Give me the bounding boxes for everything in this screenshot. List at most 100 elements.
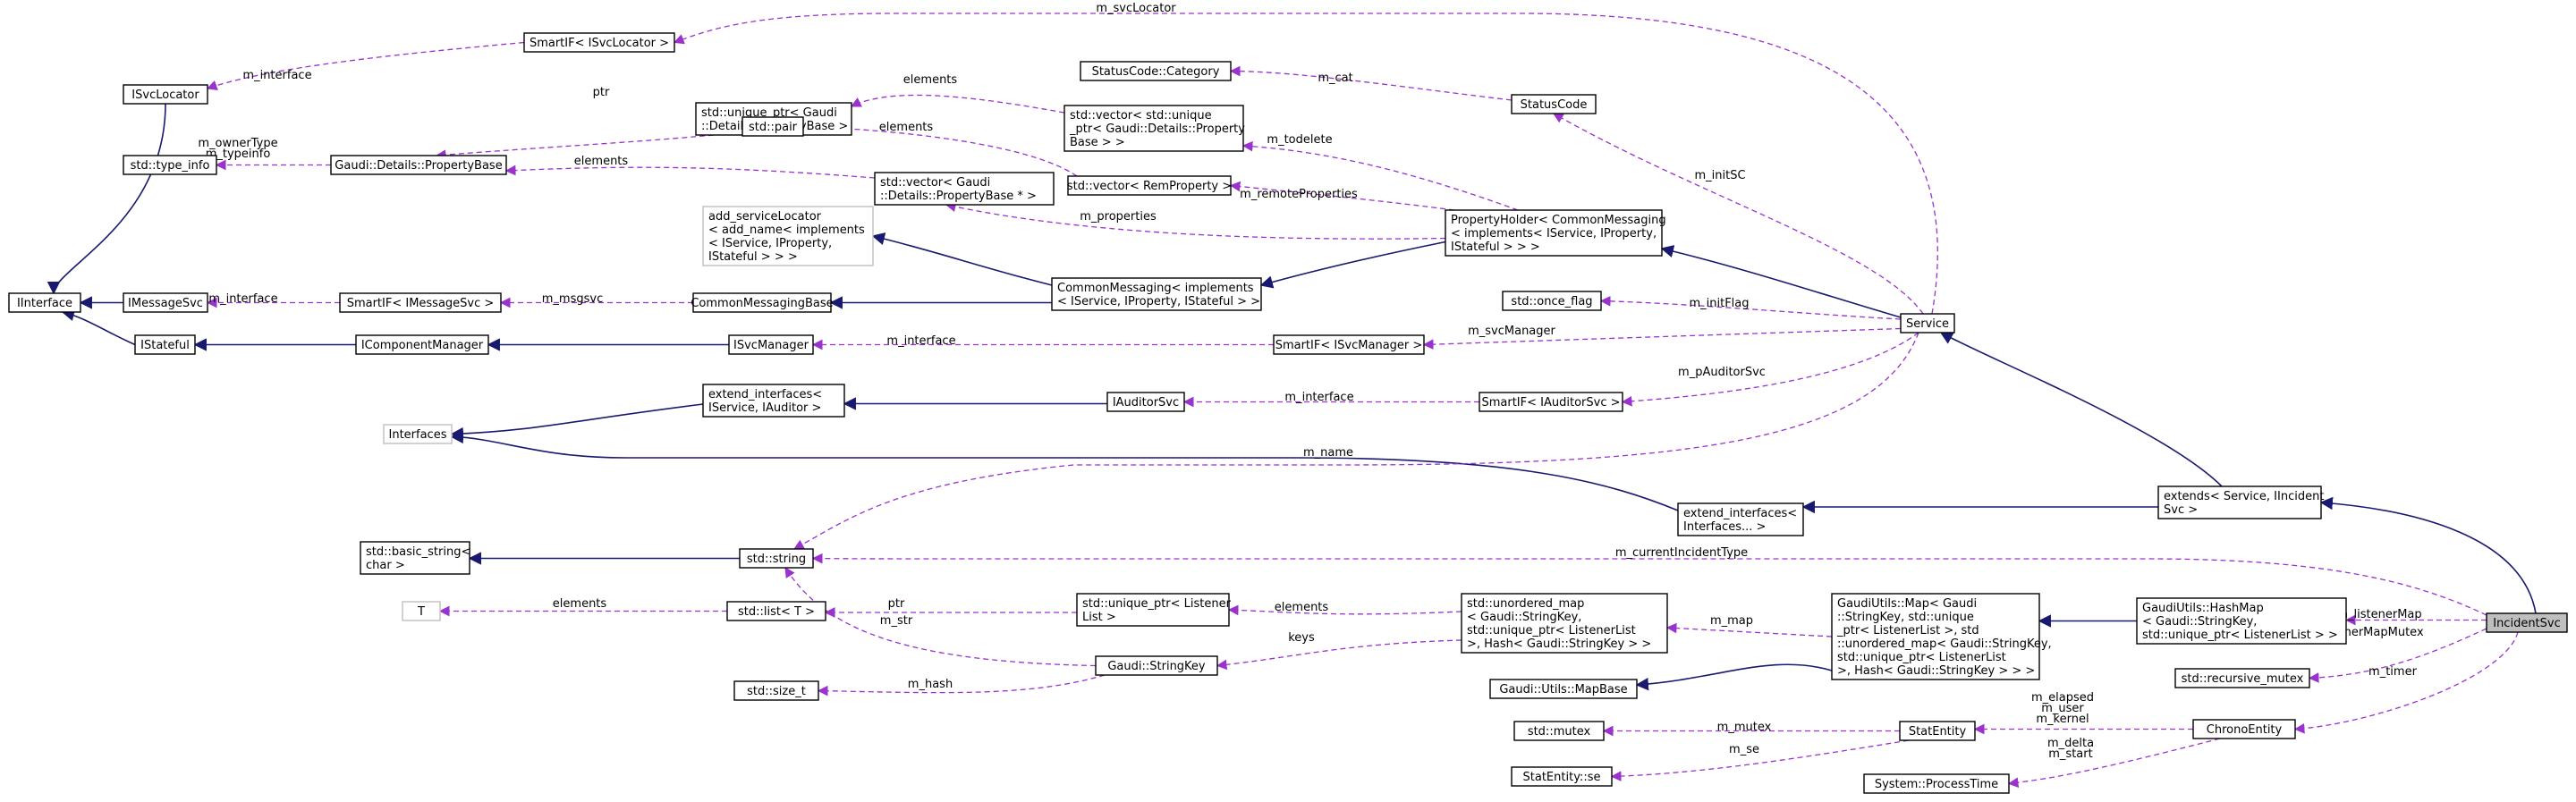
edge-label-elements-uptr: elements (903, 73, 958, 87)
edge-label-m-delta: m_delta (2047, 737, 2094, 750)
node-box (360, 541, 470, 575)
node-gaudiutils-hashmap[interactable]: GaudiUtils::HashMap< Gaudi::StringKey,st… (2136, 597, 2347, 645)
node-system-processtime[interactable]: System::ProcessTime (1863, 773, 2010, 794)
member-edge-incidentsvc-to-std-recursive-mutex (2308, 628, 2487, 683)
inheritance-edge-incidentsvc-to-extends-service-iincidentsvc (2319, 496, 2537, 614)
node-std-type-info[interactable]: std::type_info (123, 155, 217, 175)
edge-label-m-svclocator: m_svcLocator (1096, 2, 1176, 15)
node-smartif-isvclocator[interactable]: SmartIF< ISvcLocator > (523, 32, 675, 53)
node-label: std::recursive_mutex (2182, 672, 2304, 686)
node-iinterface[interactable]: IInterface (8, 292, 81, 313)
node-std-recursive-mutex[interactable]: std::recursive_mutex (2174, 668, 2310, 688)
node-propertyholder[interactable]: PropertyHolder< CommonMessaging< impleme… (1445, 209, 1666, 257)
node-isvclocator[interactable]: ISvcLocator (123, 84, 208, 105)
edge-label-m-cat: m_cat (1318, 72, 1352, 85)
node-box (726, 601, 826, 621)
edge-label-m-kernel: m_kernel (2036, 713, 2089, 726)
node-label: SmartIF< IMessageSvc > (347, 297, 495, 310)
node-statentity[interactable]: StatEntity (1899, 721, 1976, 741)
node-box (733, 680, 819, 701)
member-edge-statentity-to-statentity-se (1610, 739, 1910, 781)
node-vector-propertybase-ptr[interactable]: std::vector< Gaudi::Details::PropertyBas… (874, 172, 1055, 206)
node-label: System::ProcessTime (1875, 778, 1998, 791)
node-label: StatusCode (1521, 98, 1588, 112)
edge-layer (47, 13, 2537, 789)
node-std-mutex[interactable]: std::mutex (1513, 721, 1605, 741)
node-smartif-iauditorsvc[interactable]: SmartIF< IAuditorSvc > (1479, 392, 1623, 412)
node-iauditorsvc[interactable]: IAuditorSvc (1106, 392, 1185, 412)
node-smartif-imessagesvc[interactable]: SmartIF< IMessageSvc > (339, 292, 502, 313)
inheritance-edge-commonmessaging-to-add-servicelocator (871, 232, 1053, 286)
node-unique-ptr-listenerlist[interactable]: std::unique_ptr< ListenerList > (1076, 593, 1232, 627)
edge-label-m-ownertype: m_ownerType (198, 137, 277, 150)
node-gaudi-details-propertybase[interactable]: Gaudi::Details::PropertyBase (330, 155, 507, 175)
node-label: std::string (747, 553, 806, 566)
node-label: Interfaces... > (1683, 520, 1766, 534)
member-edge-gaudi-stringkey-to-std-string (784, 567, 1097, 667)
node-statuscode-category[interactable]: StatusCode::Category (1080, 61, 1232, 81)
node-std-once-flag[interactable]: std::once_flag (1502, 291, 1602, 311)
node-smartif-isvcmanager[interactable]: SmartIF< ISvcManager > (1273, 334, 1425, 355)
node-statentity-se[interactable]: StatEntity::se (1511, 766, 1613, 787)
node-vector-unique-ptr[interactable]: std::vector< std::unique_ptr< Gaudi::Det… (1063, 105, 1245, 152)
node-imessagesvc[interactable]: IMessageSvc (123, 292, 208, 313)
node-box (1513, 721, 1605, 741)
node-interfaces[interactable]: Interfaces (383, 424, 453, 444)
node-gaudiutils-map[interactable]: GaudiUtils::Map< Gaudi::StringKey, std::… (1831, 593, 2052, 680)
node-commonmessaging[interactable]: CommonMessaging< implements< IService, I… (1051, 277, 1262, 311)
node-gaudi-utils-mapbase[interactable]: Gaudi::Utils::MapBase (1489, 679, 1638, 699)
node-istateful[interactable]: IStateful (134, 334, 196, 355)
node-std-pair[interactable]: std::pair (741, 116, 804, 137)
node-statuscode[interactable]: StatusCode (1511, 94, 1597, 114)
node-commonmessagingbase[interactable]: CommonMessagingBase (691, 292, 834, 313)
edge-label-m-mutex: m_mutex (1717, 721, 1772, 734)
edge-label-m-remoteproperties: m_remoteProperties (1240, 188, 1358, 201)
node-box (2136, 597, 2347, 645)
node-icomponentmanager[interactable]: IComponentManager (355, 334, 489, 355)
node-incidentsvc[interactable]: IncidentSvc (2486, 612, 2568, 633)
node-box (8, 292, 81, 313)
node-box (1677, 502, 1804, 536)
node-std-list-t[interactable]: std::list< T > (726, 601, 826, 621)
edge-label-m-start: m_start (2048, 747, 2092, 761)
node-std-string[interactable]: std::string (739, 548, 814, 569)
node-box (1461, 593, 1668, 654)
member-edge-vector-unique-ptr-to-unique-ptr-propertybase (850, 94, 1065, 114)
node-box (702, 384, 845, 418)
node-box (339, 292, 502, 313)
node-chronoentity[interactable]: ChronoEntity (2192, 719, 2296, 739)
node-gaudi-stringkey[interactable]: Gaudi::StringKey (1095, 655, 1218, 676)
node-unordered-map[interactable]: std::unordered_map< Gaudi::StringKey,std… (1461, 593, 1668, 654)
node-label: std::pair (749, 121, 798, 134)
member-edge-unordered-map-to-unique-ptr-listenerlist (1227, 604, 1462, 616)
node-isvcmanager[interactable]: ISvcManager (728, 334, 814, 355)
node-service[interactable]: Service (1900, 313, 1955, 333)
node-box (1863, 773, 2010, 794)
inheritance-edge-gaudiutils-map-to-gaudi-utils-mapbase (1635, 663, 1833, 691)
node-label: std::unordered_map (1467, 597, 1584, 611)
node-basic-string[interactable]: std::basic_string<char > (360, 541, 470, 575)
node-add-servicelocator[interactable]: add_serviceLocator< add_name< implements… (702, 206, 874, 266)
node-box (134, 334, 196, 355)
node-box (874, 172, 1055, 206)
node-box (1273, 334, 1425, 355)
node-std-size-t[interactable]: std::size_t (733, 680, 819, 701)
member-edge-incidentsvc-to-chronoentity (2293, 631, 2519, 734)
node-label: extends< Service, IIncident (2164, 490, 2324, 503)
edge-label-m-svcmanager: m_svcManager (1468, 325, 1555, 338)
node-label: std::basic_string< (366, 545, 470, 559)
member-edge-service-to-statuscode (1552, 113, 1924, 315)
node-extend-interfaces-interfaces[interactable]: extend_interfaces<Interfaces... > (1677, 502, 1804, 536)
edge-label-m-interface-svcmgr: m_interface (886, 334, 955, 348)
node-label: Svc > (2164, 503, 2198, 517)
node-vector-remproperty[interactable]: std::vector< RemProperty > (1067, 175, 1232, 196)
member-edge-service-to-smartif-iauditorsvc (1621, 332, 1919, 407)
node-label: std::unique_ptr< Gaudi (701, 106, 837, 120)
inheritance-edge-extend-interfaces-iservice-iauditor-to-interfaces (450, 403, 704, 441)
inheritance-edge-service-to-propertyholder (1660, 245, 1902, 318)
member-edge-service-to-std-once-flag (1599, 295, 1902, 320)
node-t[interactable]: T (402, 601, 441, 621)
node-label: List > (1082, 611, 1116, 624)
node-extend-interfaces-iservice-iauditor[interactable]: extend_interfaces<IService, IAuditor > (702, 384, 845, 418)
